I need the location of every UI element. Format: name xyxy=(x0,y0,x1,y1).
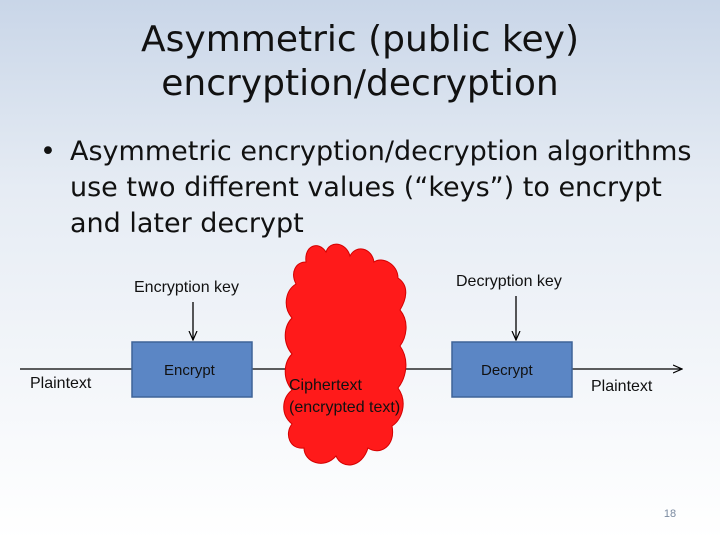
bullet-line-1: Asymmetric encryption/decryption algorit… xyxy=(70,136,692,167)
ciphertext-label: Ciphertext xyxy=(289,377,362,394)
decryption-key-label: Decryption key xyxy=(456,273,562,290)
bullet-line-3: and later decrypt xyxy=(70,208,304,239)
encrypt-label: Encrypt xyxy=(164,362,216,379)
encrypt-box xyxy=(131,341,253,398)
encryption-key-label: Encryption key xyxy=(134,279,239,296)
bullet-line-2: use two different values (“keys”) to enc… xyxy=(70,172,662,203)
plaintext-output-label: Plaintext xyxy=(591,378,653,395)
title-line-1: Asymmetric (public key) xyxy=(141,19,579,60)
bullet-text: Asymmetric encryption/decryption algorit… xyxy=(70,134,700,242)
decrypt-label: Decrypt xyxy=(481,362,534,379)
bullet-point: • Asymmetric encryption/decryption algor… xyxy=(40,134,700,242)
ciphertext-sublabel: (encrypted text) xyxy=(289,399,400,416)
bullet-marker: • xyxy=(40,136,56,167)
plaintext-input-label: Plaintext xyxy=(30,375,92,392)
page-number: 18 xyxy=(663,508,677,520)
title-line-2: encryption/decryption xyxy=(161,63,559,104)
red-cloud-blob xyxy=(283,243,407,466)
decrypt-box xyxy=(451,341,573,398)
slide-title: Asymmetric (public key) encryption/decry… xyxy=(0,18,720,106)
